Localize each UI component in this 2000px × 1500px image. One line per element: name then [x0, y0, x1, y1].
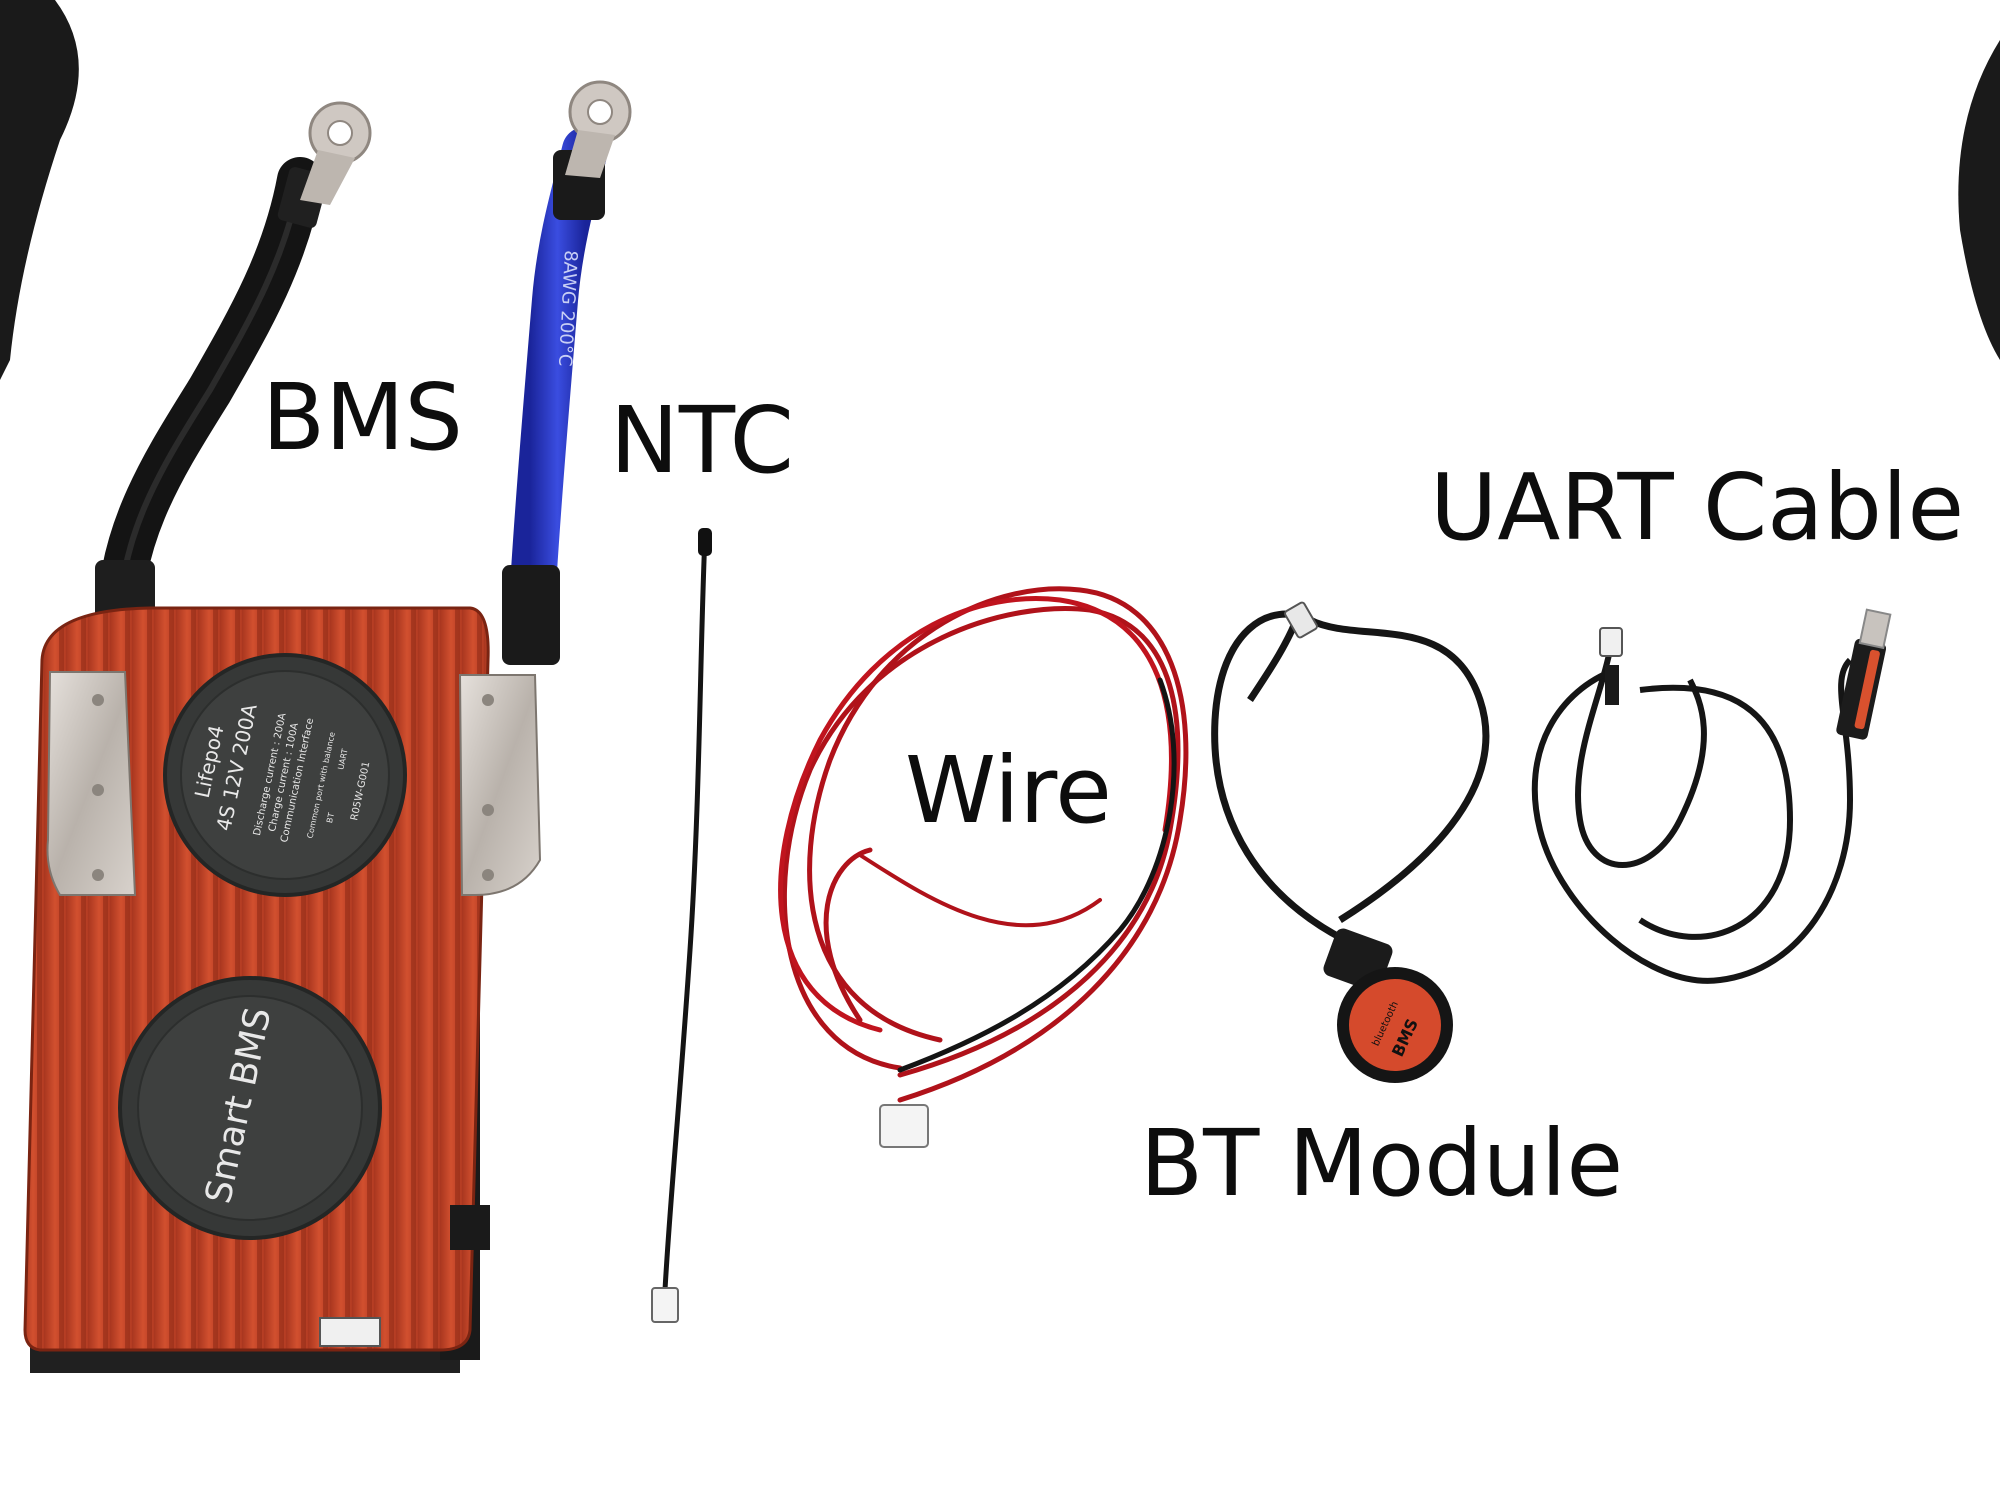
- backdrop-right: [1958, 40, 2000, 360]
- bms-blue-cable: 8AWG 200°C: [502, 80, 632, 665]
- label-wire: Wire: [905, 737, 1112, 844]
- top-fan: Lifepo4 4S 12V 200A Discharge current : …: [163, 653, 407, 897]
- label-bt-module: BT Module: [1140, 1110, 1624, 1217]
- backdrop-left: [0, 0, 79, 380]
- bt-module: BMS bluetooth: [1323, 928, 1453, 1083]
- uart-cable: [1531, 608, 1892, 984]
- ntc-probe: [651, 528, 712, 1323]
- terminal-plate-right: [458, 674, 542, 896]
- fan-text-7: UART: [336, 748, 349, 771]
- bt-module-cable: [1211, 601, 1490, 949]
- terminal-plate-left: [46, 671, 137, 896]
- fan-text-6: BT: [325, 812, 336, 824]
- label-ntc: NTC: [610, 387, 794, 494]
- bms-black-cable: [95, 101, 372, 670]
- bms-board: Lifepo4 4S 12V 200A Discharge current : …: [23, 606, 542, 1373]
- label-uart-cable: UART Cable: [1430, 454, 1965, 561]
- balance-wire: [778, 586, 1189, 1148]
- label-bms: BMS: [262, 364, 463, 471]
- bottom-fan: Smart BMS: [118, 976, 382, 1240]
